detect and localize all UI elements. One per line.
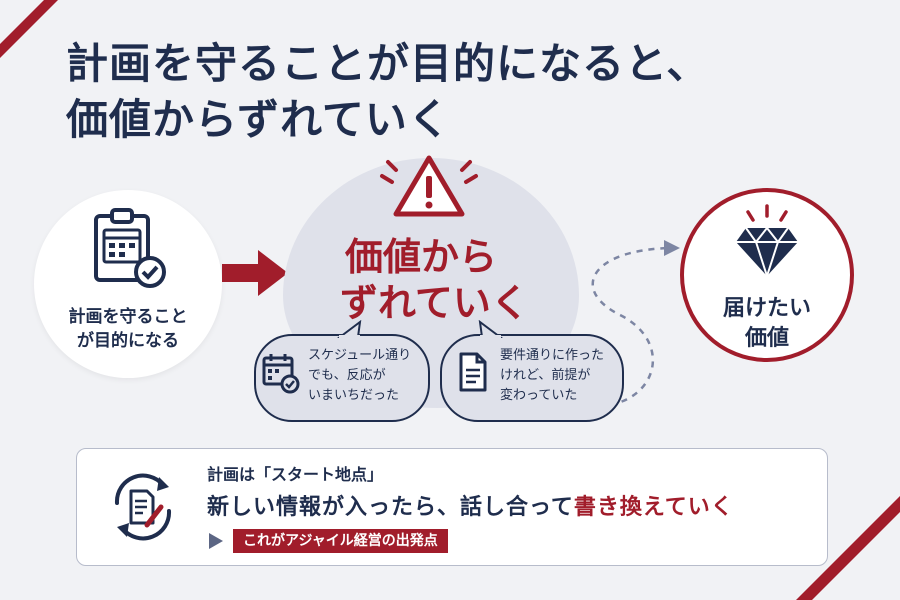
dashed-curve-arrow [591, 240, 680, 407]
cycle-edit-document-icon [114, 473, 172, 541]
play-triangle-icon [209, 533, 223, 549]
page-title-line-2: 価値からずれていく [66, 95, 451, 144]
speech-bubble-1-line-1: スケジュール通り [308, 348, 412, 363]
top-left-stripe [0, 0, 58, 58]
diamond-icon [736, 204, 798, 280]
left-node-label-line-1: 計画を守ること [68, 307, 188, 327]
speech-bubble-2-line-2: けれど、前提が [500, 368, 591, 383]
calendar-check-icon [262, 354, 300, 394]
bottom-box-tag: これがアジャイル経営の出発点 [233, 529, 448, 553]
speech-bubble-1-line-3: いまいちだった [308, 388, 400, 403]
speech-bubble-2-line-3: 変わっていた [500, 388, 578, 403]
bottom-box-heading: 計画は「スタート地点」 [207, 465, 384, 484]
right-node-circle: 届けたい 価値 [680, 188, 854, 362]
left-node-label-line-2: が目的になる [77, 331, 179, 351]
speech-bubble-1-line-2: でも、反応が [308, 368, 386, 383]
speech-bubble-2-tail [478, 320, 503, 338]
bottom-right-stripe [796, 496, 900, 600]
right-arrow-icon [222, 250, 288, 296]
left-node-circle: 計画を守ること が目的になる [34, 190, 222, 378]
speech-bubble-2-line-1: 要件通りに作った [500, 348, 605, 363]
right-node-label-line-1: 届けたい [722, 296, 811, 321]
document-icon [459, 352, 487, 392]
speech-bubble-1 [254, 334, 430, 422]
bottom-summary-box: 計画は「スタート地点」 新しい情報が入ったら、話し合って書き換えていく これがア… [76, 448, 828, 566]
bottom-box-highlight-text: 書き換えていく [573, 495, 734, 520]
center-node-text-line-1: 価値から [345, 235, 498, 279]
warning-icon [380, 155, 478, 217]
bottom-box-main-text-part: 新しい情報が入ったら、話し合って [207, 495, 574, 520]
center-node-text-line-2: ずれていく [340, 281, 529, 325]
right-node-label-line-2: 価値 [744, 326, 789, 351]
page-title-line-1: 計画を守ることが目的になると、 [66, 39, 710, 88]
clipboard-calendar-check-icon [94, 208, 166, 288]
speech-bubble-1-tail [337, 320, 362, 338]
bottom-box-main-text: 新しい情報が入ったら、話し合って書き換えていく [207, 489, 734, 521]
